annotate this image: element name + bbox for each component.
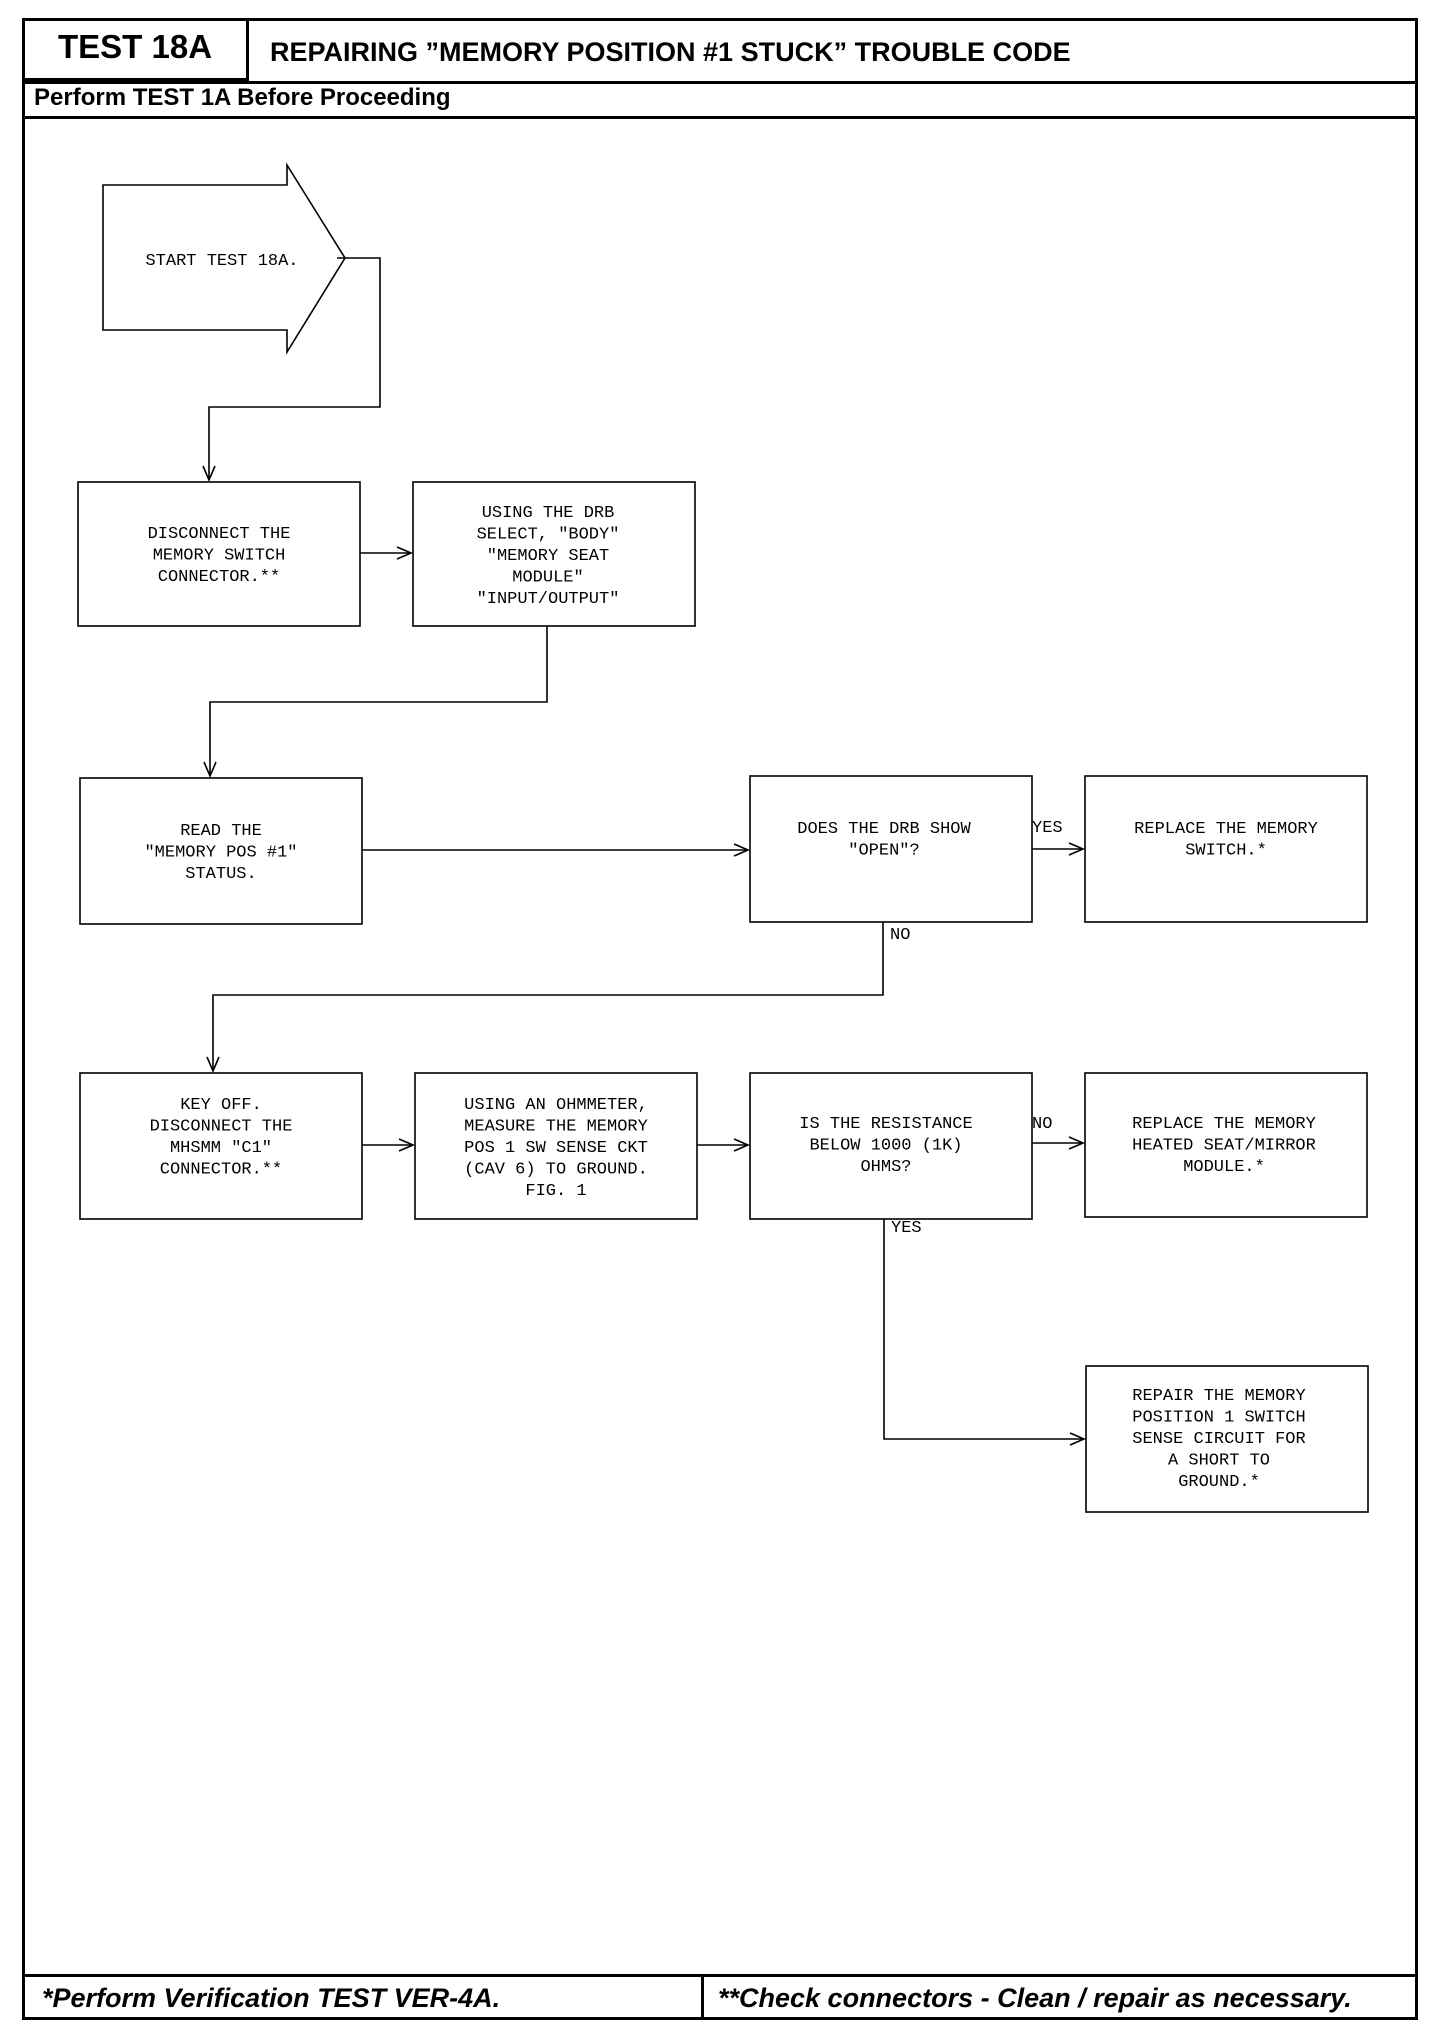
node-text-line: KEY OFF. [180, 1096, 262, 1115]
start-label: START TEST 18A. [145, 252, 298, 271]
node-text-line: DISCONNECT THE [148, 525, 291, 544]
footer-connector-note: **Check connectors - Clean / repair as n… [718, 1983, 1352, 2013]
node-using-drb [412, 481, 696, 627]
node-read-status-text: READ THE "MEMORY POS #1" STATUS. [144, 822, 297, 884]
node-replace-switch-text: REPLACE THE MEMORY SWITCH.* [1134, 820, 1318, 861]
connector-drb-open-no [212, 922, 884, 1071]
node-replace-switch [1084, 775, 1368, 923]
arrowhead-disconnect [202, 465, 216, 483]
node-text-line: POS 1 SW SENSE CKT [464, 1139, 648, 1158]
connector-drb-to-read [209, 626, 548, 776]
node-key-off-text: KEY OFF. DISCONNECT THE MHSMM "C1" CONNECTO… [150, 1096, 293, 1180]
node-text-line: OHMS? [860, 1158, 911, 1177]
node-text-line: MEASURE THE MEMORY [464, 1118, 648, 1137]
node-drb-open-text: DOES THE DRB SHOW "OPEN"? [797, 820, 971, 861]
connector-start-to-disconnect [208, 257, 381, 480]
node-text-line: (CAV 6) TO GROUND. [464, 1161, 648, 1180]
node-text-line: "MEMORY SEAT [487, 547, 609, 566]
node-text-line: MODULE" [512, 569, 583, 588]
node-repair-circuit-text: REPAIR THE MEMORY POSITION 1 SWITCH SENSE … [1132, 1387, 1305, 1492]
subtitle: Perform TEST 1A Before Proceeding [34, 84, 451, 111]
arrowhead-read [203, 761, 217, 779]
label-resistance-no: NO [1032, 1115, 1052, 1134]
footer-column-divider [701, 1974, 704, 2020]
label-drb-open-yes: YES [1032, 819, 1063, 838]
page-frame [22, 18, 1418, 2020]
node-text-line: SENSE CIRCUIT FOR [1132, 1430, 1305, 1449]
node-replace-module [1084, 1072, 1368, 1218]
node-text-line: MEMORY SWITCH [153, 547, 286, 566]
node-text-line: "MEMORY POS #1" [144, 844, 297, 863]
node-text-line: IS THE RESISTANCE [799, 1115, 972, 1134]
node-drb-open [749, 775, 1033, 923]
node-text-line: MHSMM "C1" [170, 1139, 272, 1158]
node-text-line: BELOW 1000 (1K) [809, 1137, 962, 1156]
node-text-line: POSITION 1 SWITCH [1132, 1409, 1305, 1428]
node-text-line: DOES THE DRB SHOW [797, 820, 971, 839]
connector-resistance-yes [883, 1219, 1084, 1440]
label-drb-open-no: NO [890, 926, 910, 945]
node-using-drb-text: USING THE DRB SELECT, "BODY" "MEMORY SEAT M… [477, 504, 620, 609]
node-text-line: USING AN OHMMETER, [464, 1096, 648, 1115]
node-resistance-text: IS THE RESISTANCE BELOW 1000 (1K) OHMS? [799, 1115, 972, 1177]
arrowhead-repair-circuit [1069, 1432, 1087, 1446]
start-arrow-shape [102, 162, 346, 355]
node-replace-module-text: REPLACE THE MEMORY HEATED SEAT/MIRROR MODU… [1132, 1115, 1316, 1177]
footer-verification-note: *Perform Verification TEST VER-4A. [42, 1983, 501, 2013]
node-text-line: CONNECTOR.** [158, 568, 280, 587]
node-text-line: MODULE.* [1183, 1158, 1265, 1177]
arrowhead-ohmmeter [398, 1138, 416, 1152]
node-disconnect-switch-text: DISCONNECT THE MEMORY SWITCH CONNECTOR.** [148, 525, 291, 587]
arrowhead-drb-open [733, 843, 751, 857]
footer-divider [22, 1974, 1418, 1977]
node-text-line: HEATED SEAT/MIRROR [1132, 1137, 1316, 1156]
node-text-line: REPAIR THE MEMORY [1132, 1387, 1305, 1406]
node-text-line: STATUS. [185, 865, 256, 884]
node-read-status [79, 777, 363, 925]
test-id: TEST 18A [58, 28, 213, 65]
node-text-line: CONNECTOR.** [160, 1161, 282, 1180]
node-repair-circuit [1085, 1365, 1369, 1513]
node-text-line: GROUND.* [1178, 1473, 1260, 1492]
subtitle-divider [22, 116, 1418, 119]
arrowhead-resistance [733, 1138, 751, 1152]
node-disconnect-switch [77, 481, 361, 627]
node-text-line: SWITCH.* [1185, 842, 1267, 861]
node-ohmmeter [414, 1072, 698, 1220]
header-divider [22, 81, 1418, 84]
node-text-line: SELECT, "BODY" [477, 526, 620, 545]
node-key-off [79, 1072, 363, 1220]
node-text-line: REPLACE THE MEMORY [1132, 1115, 1316, 1134]
node-text-line: REPLACE THE MEMORY [1134, 820, 1318, 839]
node-text-line: READ THE [180, 822, 262, 841]
test-id-cell [22, 18, 249, 81]
node-text-line: USING THE DRB [482, 504, 615, 523]
node-text-line: DISCONNECT THE [150, 1118, 293, 1137]
node-resistance [749, 1072, 1033, 1220]
arrowhead-replace-module [1068, 1136, 1086, 1150]
node-text-line: FIG. 1 [525, 1182, 586, 1201]
arrowhead-drb [396, 546, 414, 560]
node-ohmmeter-text: USING AN OHMMETER, MEASURE THE MEMORY POS … [464, 1096, 648, 1201]
node-text-line: A SHORT TO [1168, 1452, 1270, 1471]
test-title: REPAIRING ”MEMORY POSITION #1 STUCK” TRO… [270, 37, 1071, 67]
arrowhead-key-off [206, 1056, 220, 1074]
node-text-line: "OPEN"? [848, 842, 919, 861]
node-text-line: "INPUT/OUTPUT" [477, 590, 620, 609]
label-resistance-yes: YES [891, 1219, 922, 1238]
arrowhead-replace-switch [1068, 842, 1086, 856]
